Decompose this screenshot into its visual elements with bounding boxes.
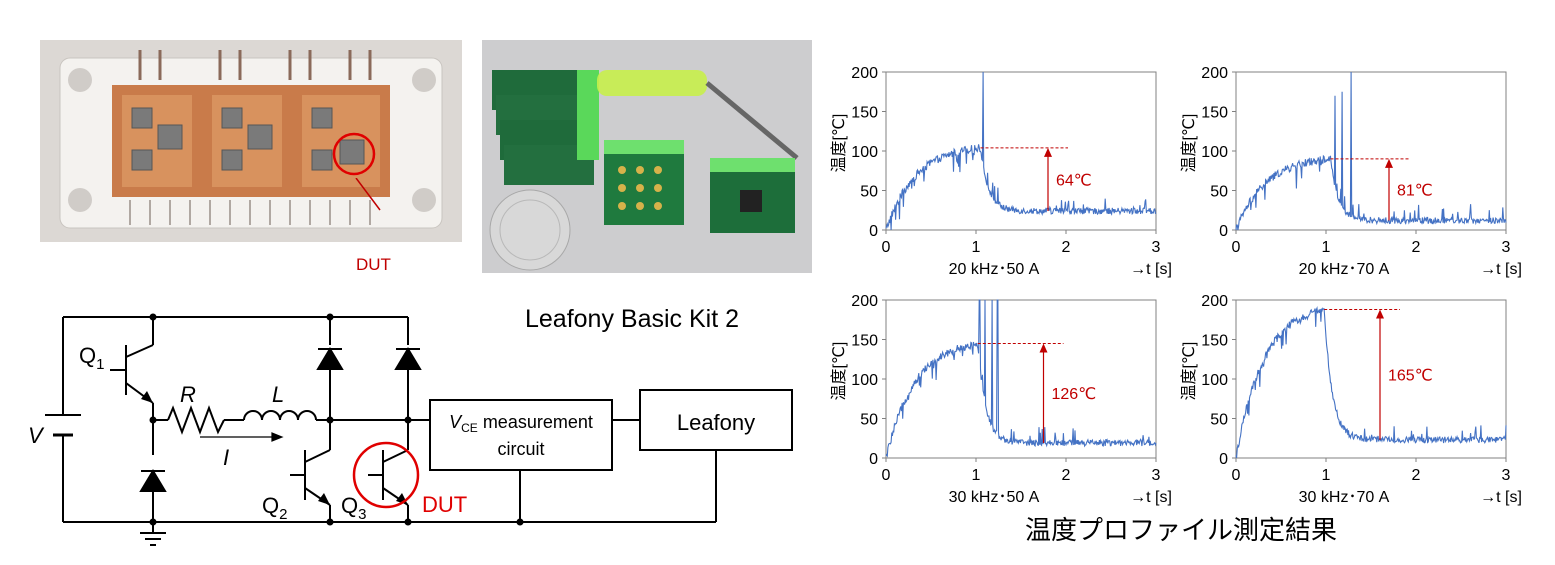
diode-freewheel xyxy=(139,469,167,492)
kit-caption: Leafony Basic Kit 2 xyxy=(525,305,740,333)
label-i: I xyxy=(223,445,229,470)
ground-symbol xyxy=(140,532,166,546)
delta-arrow-head xyxy=(1039,343,1048,353)
temperature-series-line xyxy=(885,71,1157,231)
y-tick-label: 200 xyxy=(851,293,878,310)
y-tick-label: 150 xyxy=(1201,333,1228,350)
temperature-series-line xyxy=(1235,71,1507,231)
x-tick-label: 2 xyxy=(1062,467,1071,484)
chart-20khz-50a: 0 50 100 150 200 0 1 2 3 温度[℃] 20 kHz･50 A →t [s] 64… xyxy=(830,65,1172,278)
dut-leader-line xyxy=(355,178,381,211)
y-tick-label: 50 xyxy=(1210,412,1228,429)
delta-arrow-head xyxy=(1385,158,1393,168)
x-axis-label: →t [s] xyxy=(1130,489,1172,506)
label-q3: Q3 xyxy=(341,493,366,523)
diode-d2 xyxy=(394,347,422,370)
x-condition-label: 20 kHz･50 A xyxy=(949,261,1040,278)
x-axis-label: →t [s] xyxy=(1130,261,1172,278)
leafony-kit-photo xyxy=(482,40,812,273)
x-tick-label: 1 xyxy=(972,239,981,256)
x-tick-label: 3 xyxy=(1502,467,1511,484)
chart-30khz-70a: 0 50 100 150 200 0 1 2 3 温度[℃] 30 kHz･70 A →t [s] 16… xyxy=(1180,293,1522,506)
y-tick-label: 100 xyxy=(1201,372,1228,389)
dut-highlight-circle xyxy=(332,132,376,176)
y-tick-label: 150 xyxy=(1201,105,1228,122)
chart-20khz-70a: 0 50 100 150 200 0 1 2 3 温度[℃] 20 kHz･70 A →t [s] 81… xyxy=(1180,65,1522,278)
y-axis-label: 温度[℃] xyxy=(830,342,848,401)
y-tick-label: 150 xyxy=(851,333,878,350)
igbt-module-illustration xyxy=(40,40,462,242)
y-tick-label: 50 xyxy=(860,412,878,429)
y-tick-label: 200 xyxy=(1201,65,1228,82)
temperature-series-line xyxy=(885,299,1157,458)
vce-box-line1: VCE measurement xyxy=(449,412,593,435)
diode-d1 xyxy=(316,347,344,370)
x-tick-label: 3 xyxy=(1152,239,1161,256)
leafony-box xyxy=(639,389,793,451)
x-tick-label: 0 xyxy=(882,467,891,484)
delta-arrow-head xyxy=(1376,309,1384,319)
y-tick-label: 0 xyxy=(869,223,878,240)
chart-30khz-50a: 0 50 100 150 200 0 1 2 3 温度[℃] 30 kHz･50 A →t [s] 12… xyxy=(830,293,1172,506)
y-axis-label: 温度[℃] xyxy=(830,114,848,173)
x-tick-label: 0 xyxy=(882,239,891,256)
leafony-box-label: Leafony xyxy=(677,410,755,435)
x-condition-label: 30 kHz･50 A xyxy=(949,489,1040,506)
y-tick-label: 100 xyxy=(1201,144,1228,161)
x-tick-label: 0 xyxy=(1232,239,1241,256)
y-tick-label: 0 xyxy=(1219,223,1228,240)
test-circuit-schematic: V R L I Q1 Q2 Q3 DUT VCE measurement cir… xyxy=(28,313,793,546)
y-tick-label: 200 xyxy=(851,65,878,82)
x-tick-label: 2 xyxy=(1412,239,1421,256)
x-tick-label: 1 xyxy=(1322,239,1331,256)
delta-arrow-head xyxy=(1044,147,1052,157)
delta-temperature-label: 165℃ xyxy=(1388,368,1433,385)
label-l: L xyxy=(272,382,284,407)
x-tick-label: 3 xyxy=(1502,239,1511,256)
y-tick-label: 0 xyxy=(1219,451,1228,468)
igbt-module-photo xyxy=(40,40,462,242)
vce-measurement-box xyxy=(429,399,613,471)
y-tick-label: 200 xyxy=(1201,293,1228,310)
inductor-l xyxy=(243,410,317,421)
x-condition-label: 20 kHz･70 A xyxy=(1299,261,1390,278)
x-tick-label: 0 xyxy=(1232,467,1241,484)
delta-temperature-label: 81℃ xyxy=(1397,183,1433,200)
plot-frame xyxy=(1235,71,1507,231)
temperature-series-line xyxy=(1235,305,1507,459)
x-tick-label: 2 xyxy=(1412,467,1421,484)
schematic-dut-circle xyxy=(352,441,420,509)
vce-box-line2: circuit xyxy=(497,439,544,459)
label-q2: Q2 xyxy=(262,493,287,523)
x-axis-label: →t [s] xyxy=(1480,489,1522,506)
x-tick-label: 1 xyxy=(972,467,981,484)
label-dut: DUT xyxy=(422,492,467,517)
y-tick-label: 50 xyxy=(1210,184,1228,201)
y-axis-label: 温度[℃] xyxy=(1180,114,1198,173)
y-axis-label: 温度[℃] xyxy=(1180,342,1198,401)
resistor-r xyxy=(167,405,225,435)
module-dut-label: DUT xyxy=(356,255,391,274)
plot-frame xyxy=(885,71,1157,231)
plot-frame xyxy=(885,299,1157,459)
leafony-kit-illustration xyxy=(482,40,812,273)
x-condition-label: 30 kHz･70 A xyxy=(1299,489,1390,506)
y-tick-label: 0 xyxy=(869,451,878,468)
delta-temperature-label: 126℃ xyxy=(1052,386,1097,403)
plot-frame xyxy=(1235,299,1507,459)
figure-caption: 温度プロファイル測定結果 xyxy=(1025,516,1338,546)
label-q1: Q1 xyxy=(79,343,104,373)
label-r: R xyxy=(180,382,196,407)
label-v: V xyxy=(28,423,45,448)
y-tick-label: 100 xyxy=(851,144,878,161)
y-tick-label: 150 xyxy=(851,105,878,122)
delta-temperature-label: 64℃ xyxy=(1056,172,1092,189)
x-axis-label: →t [s] xyxy=(1480,261,1522,278)
x-tick-label: 3 xyxy=(1152,467,1161,484)
x-tick-label: 2 xyxy=(1062,239,1071,256)
x-tick-label: 1 xyxy=(1322,467,1331,484)
y-tick-label: 50 xyxy=(860,184,878,201)
y-tick-label: 100 xyxy=(851,372,878,389)
